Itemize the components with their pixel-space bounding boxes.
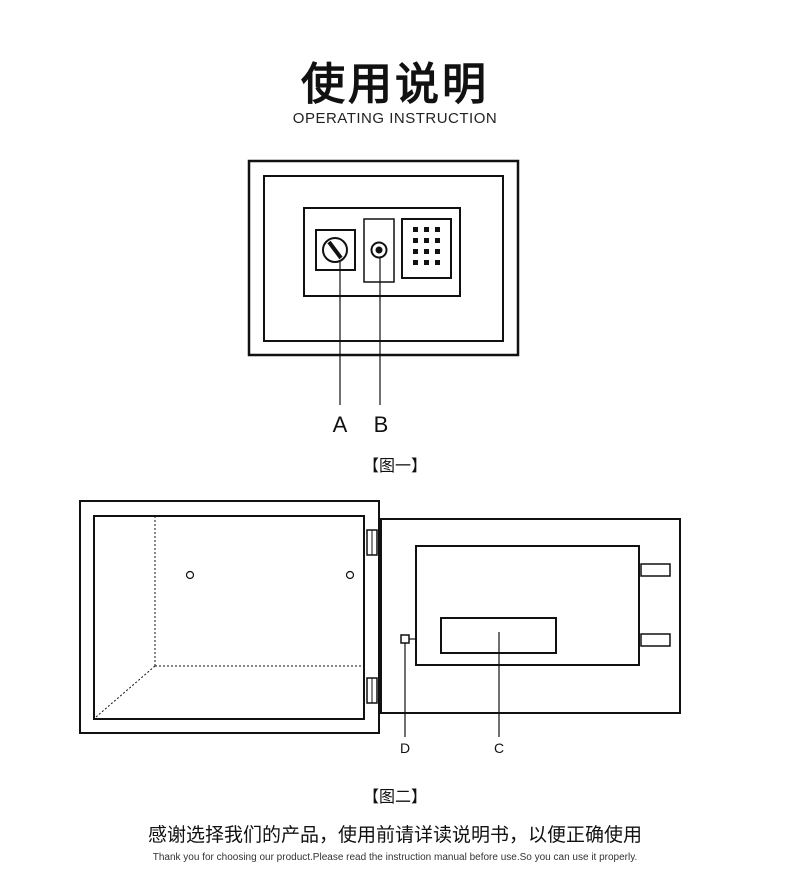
safe-door-back (380, 518, 681, 714)
door-inner-cover (415, 545, 640, 666)
mount-hole-right (345, 570, 355, 580)
safe-body-inner (93, 515, 365, 720)
safe-door-panel (263, 175, 504, 342)
reset-button (400, 634, 410, 644)
safe-outer-frame (247, 159, 520, 357)
figure-1-caption: 【图一】 (362, 456, 427, 475)
label-d: D (400, 740, 410, 756)
knob-housing (315, 229, 356, 271)
keyhole-icon (370, 241, 388, 259)
mount-hole-left (185, 570, 195, 580)
thanks-text-english: Thank you for choosing our product.Pleas… (152, 852, 638, 863)
safe-body-outer (79, 500, 380, 734)
keyhole-housing (363, 218, 395, 283)
page-subtitle: OPERATING INSTRUCTION (292, 110, 498, 127)
label-a: A (333, 412, 348, 437)
thanks-text-chinese: 感谢选择我们的产品，使用前请详读说明书，以便正确使用 (147, 824, 642, 846)
keypad-buttons (413, 227, 440, 265)
page-title: 使用说明 (301, 59, 489, 110)
keypad (401, 218, 452, 279)
label-b: B (374, 412, 389, 437)
figure-2-caption: 【图二】 (362, 787, 427, 806)
knob-icon (322, 237, 348, 263)
control-panel (303, 207, 461, 297)
label-c: C (494, 740, 504, 756)
bolt-top (640, 563, 671, 577)
bolt-bottom (640, 633, 671, 647)
